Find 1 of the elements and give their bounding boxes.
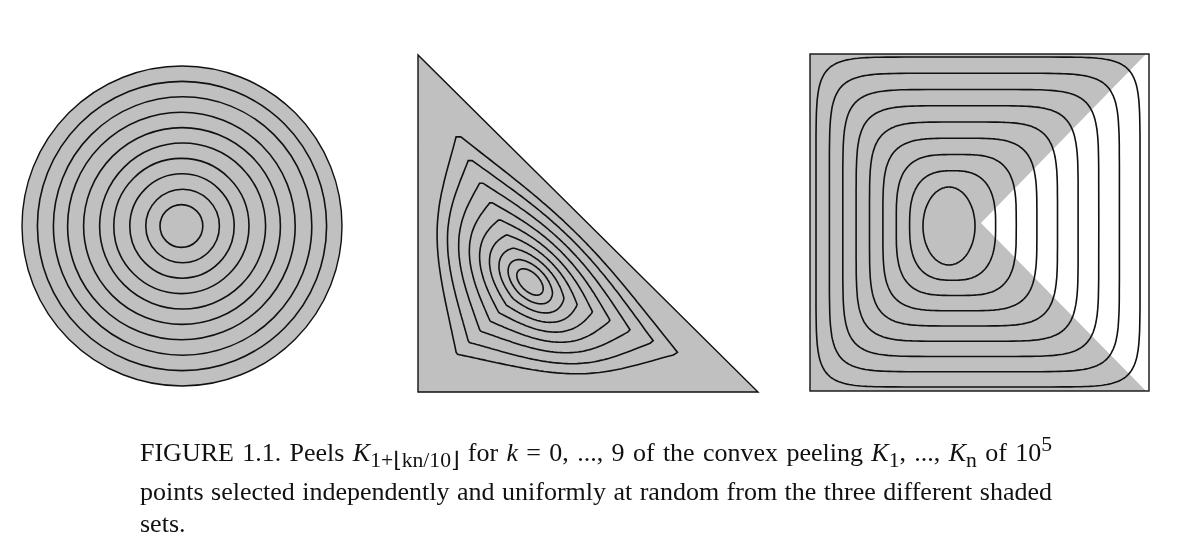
figure-caption: FIGURE 1.1. Peels K$_{1+⌊kn/10⌋}$ for k = 0, ..., 9 of the convex peeling K$_{1}$, ..., K$_{n}$ of 10$^{5}$ points selected independently and uniformly at random from the three different shaded sets. (140, 431, 1052, 540)
